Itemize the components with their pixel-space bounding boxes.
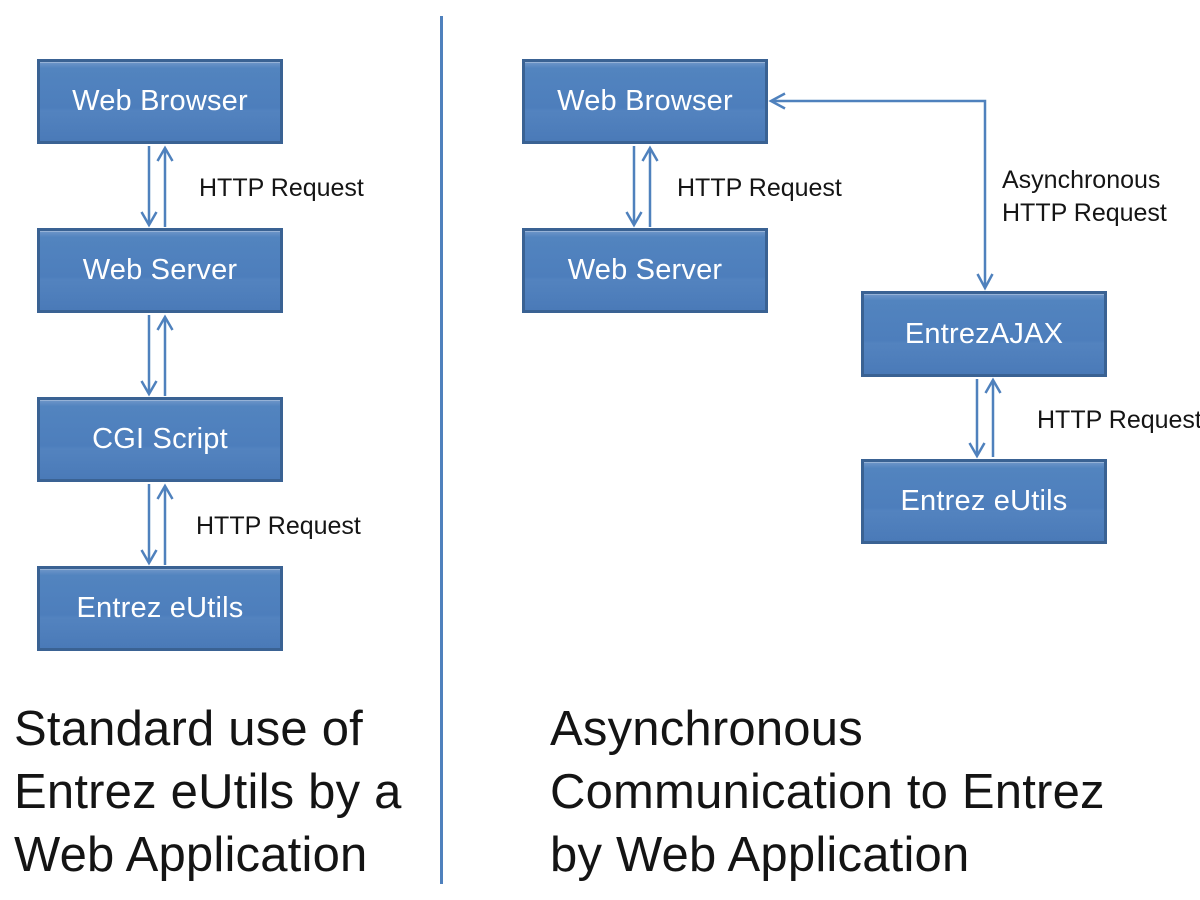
- box-label: Web Browser: [557, 85, 733, 117]
- left-server-cgi-request-arrow-down: [140, 315, 158, 397]
- left-browser-server-response-arrow-up: [156, 145, 174, 227]
- caption-line: Standard use of: [14, 702, 363, 756]
- async-http-request-label: Asynchronous HTTP Request: [1002, 164, 1167, 230]
- http-request-label: HTTP Request: [1037, 406, 1200, 434]
- async-http-request-label-line1: Asynchronous: [1002, 166, 1161, 194]
- right-diagram-caption: Asynchronous Communication to Entrez by …: [550, 698, 1105, 887]
- box-label: EntrezAJAX: [904, 317, 1064, 350]
- left-cgi-script-box: CGI Script: [37, 397, 283, 482]
- right-browser-server-response-arrow-up: [641, 145, 659, 227]
- left-web-server-box: Web Server: [37, 228, 283, 313]
- box-label: Entrez eUtils: [900, 485, 1068, 517]
- right-entrez-eutils-box: Entrez eUtils: [861, 459, 1107, 544]
- left-cgi-eutils-response-arrow-up: [156, 483, 174, 565]
- left-server-cgi-response-arrow-up: [156, 314, 174, 396]
- divider-line: [440, 16, 443, 884]
- box-label: Web Browser: [72, 85, 248, 117]
- left-entrez-eutils-box: Entrez eUtils: [37, 566, 283, 651]
- left-web-browser-box: Web Browser: [37, 59, 283, 144]
- http-request-label: HTTP Request: [199, 174, 364, 202]
- caption-line: by Web Application: [550, 828, 970, 882]
- http-request-label: HTTP Request: [196, 512, 361, 540]
- caption-line: Asynchronous: [550, 702, 863, 756]
- box-label: Entrez eUtils: [76, 592, 244, 624]
- box-label: Web Server: [82, 254, 238, 286]
- right-browser-server-request-arrow-down: [625, 146, 643, 228]
- right-entrezajax-box: EntrezAJAX: [861, 291, 1107, 377]
- right-ajax-eutils-response-arrow-up: [984, 377, 1002, 457]
- left-browser-server-request-arrow-down: [140, 146, 158, 228]
- box-label: Web Server: [567, 254, 723, 286]
- caption-line: Communication to Entrez: [550, 765, 1105, 819]
- right-web-server-box: Web Server: [522, 228, 768, 313]
- right-web-browser-box: Web Browser: [522, 59, 768, 144]
- http-request-label: HTTP Request: [677, 174, 842, 202]
- right-ajax-eutils-request-arrow-down: [968, 379, 986, 459]
- async-http-request-label-line2: HTTP Request: [1002, 199, 1167, 227]
- left-diagram-caption: Standard use of Entrez eUtils by a Web A…: [14, 698, 402, 887]
- caption-line: Web Application: [14, 828, 368, 882]
- box-label: CGI Script: [92, 423, 228, 455]
- caption-line: Entrez eUtils by a: [14, 765, 402, 819]
- left-cgi-eutils-request-arrow-down: [140, 484, 158, 566]
